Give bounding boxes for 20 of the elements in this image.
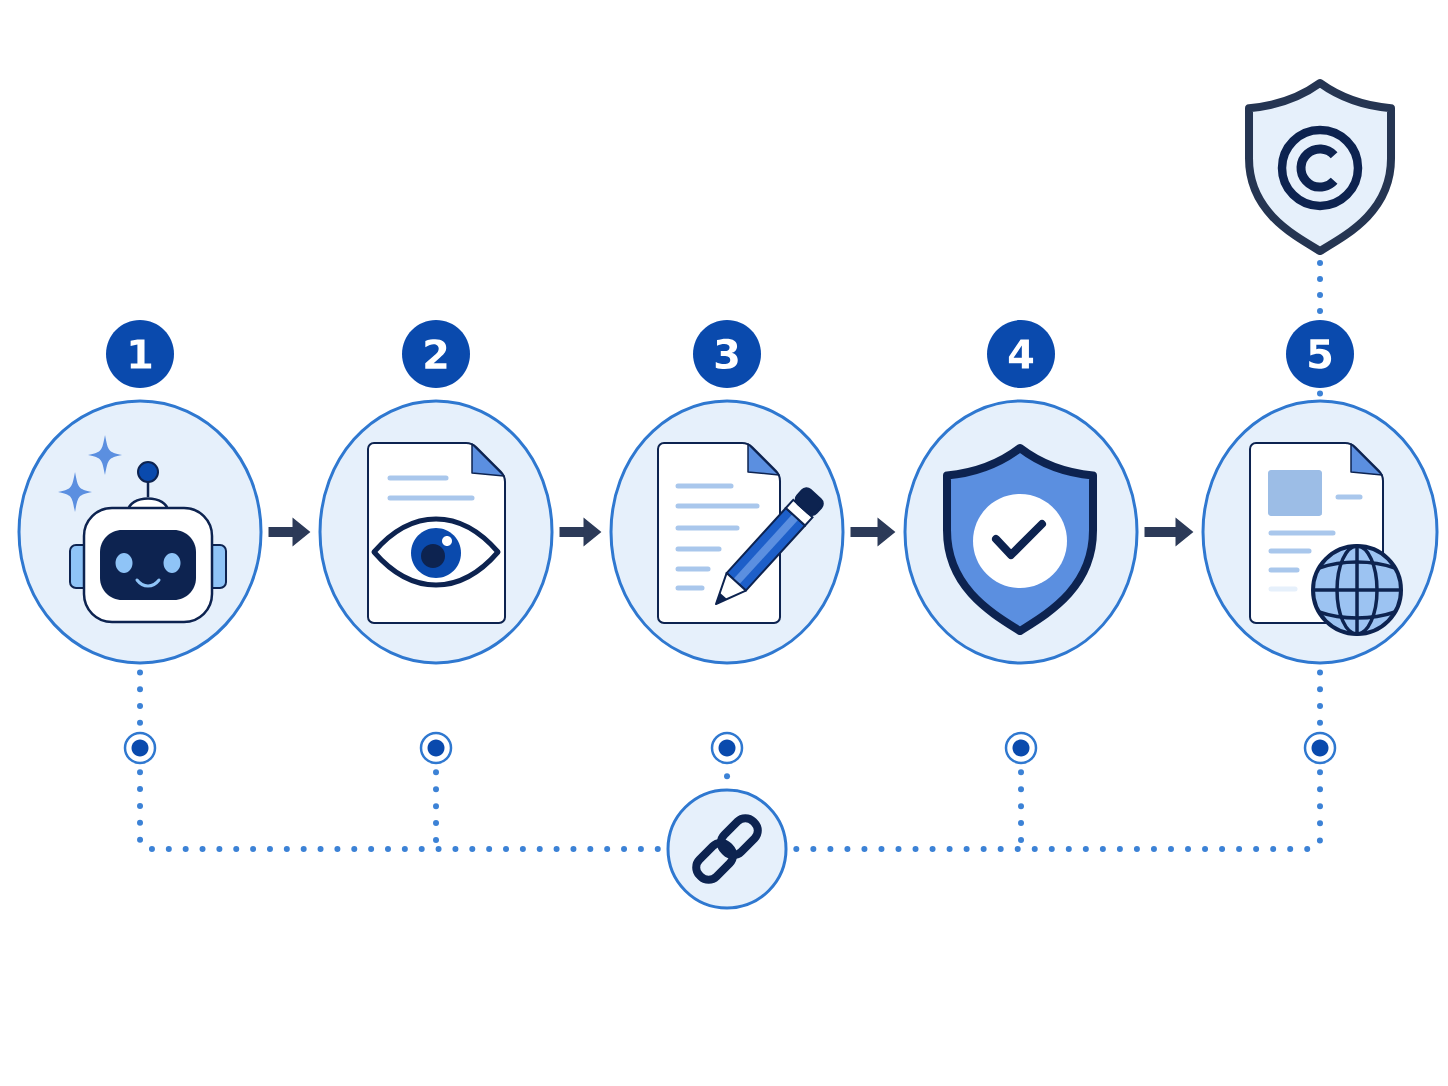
number-badge: 3 <box>693 320 761 388</box>
number-badge: 5 <box>1286 320 1354 388</box>
shield-icon <box>1245 79 1395 255</box>
number-badge: 2 <box>402 320 470 388</box>
dotted-line <box>793 769 1323 852</box>
junction-dot <box>1303 731 1337 765</box>
junction-dot <box>123 731 157 765</box>
dotted-line <box>433 769 439 844</box>
dotted-line <box>1018 769 1024 844</box>
junction-dot <box>1004 731 1038 765</box>
junction-dot <box>710 731 744 765</box>
number-badge: 4 <box>987 320 1055 388</box>
dotted-line <box>1317 669 1323 727</box>
dotted-line <box>724 773 730 780</box>
dotted-line <box>1317 390 1323 397</box>
junction-dot <box>419 731 453 765</box>
dotted-line <box>1317 260 1323 315</box>
dotted-line <box>137 769 661 852</box>
number-badge: 1 <box>106 320 174 388</box>
dotted-line <box>137 669 143 727</box>
